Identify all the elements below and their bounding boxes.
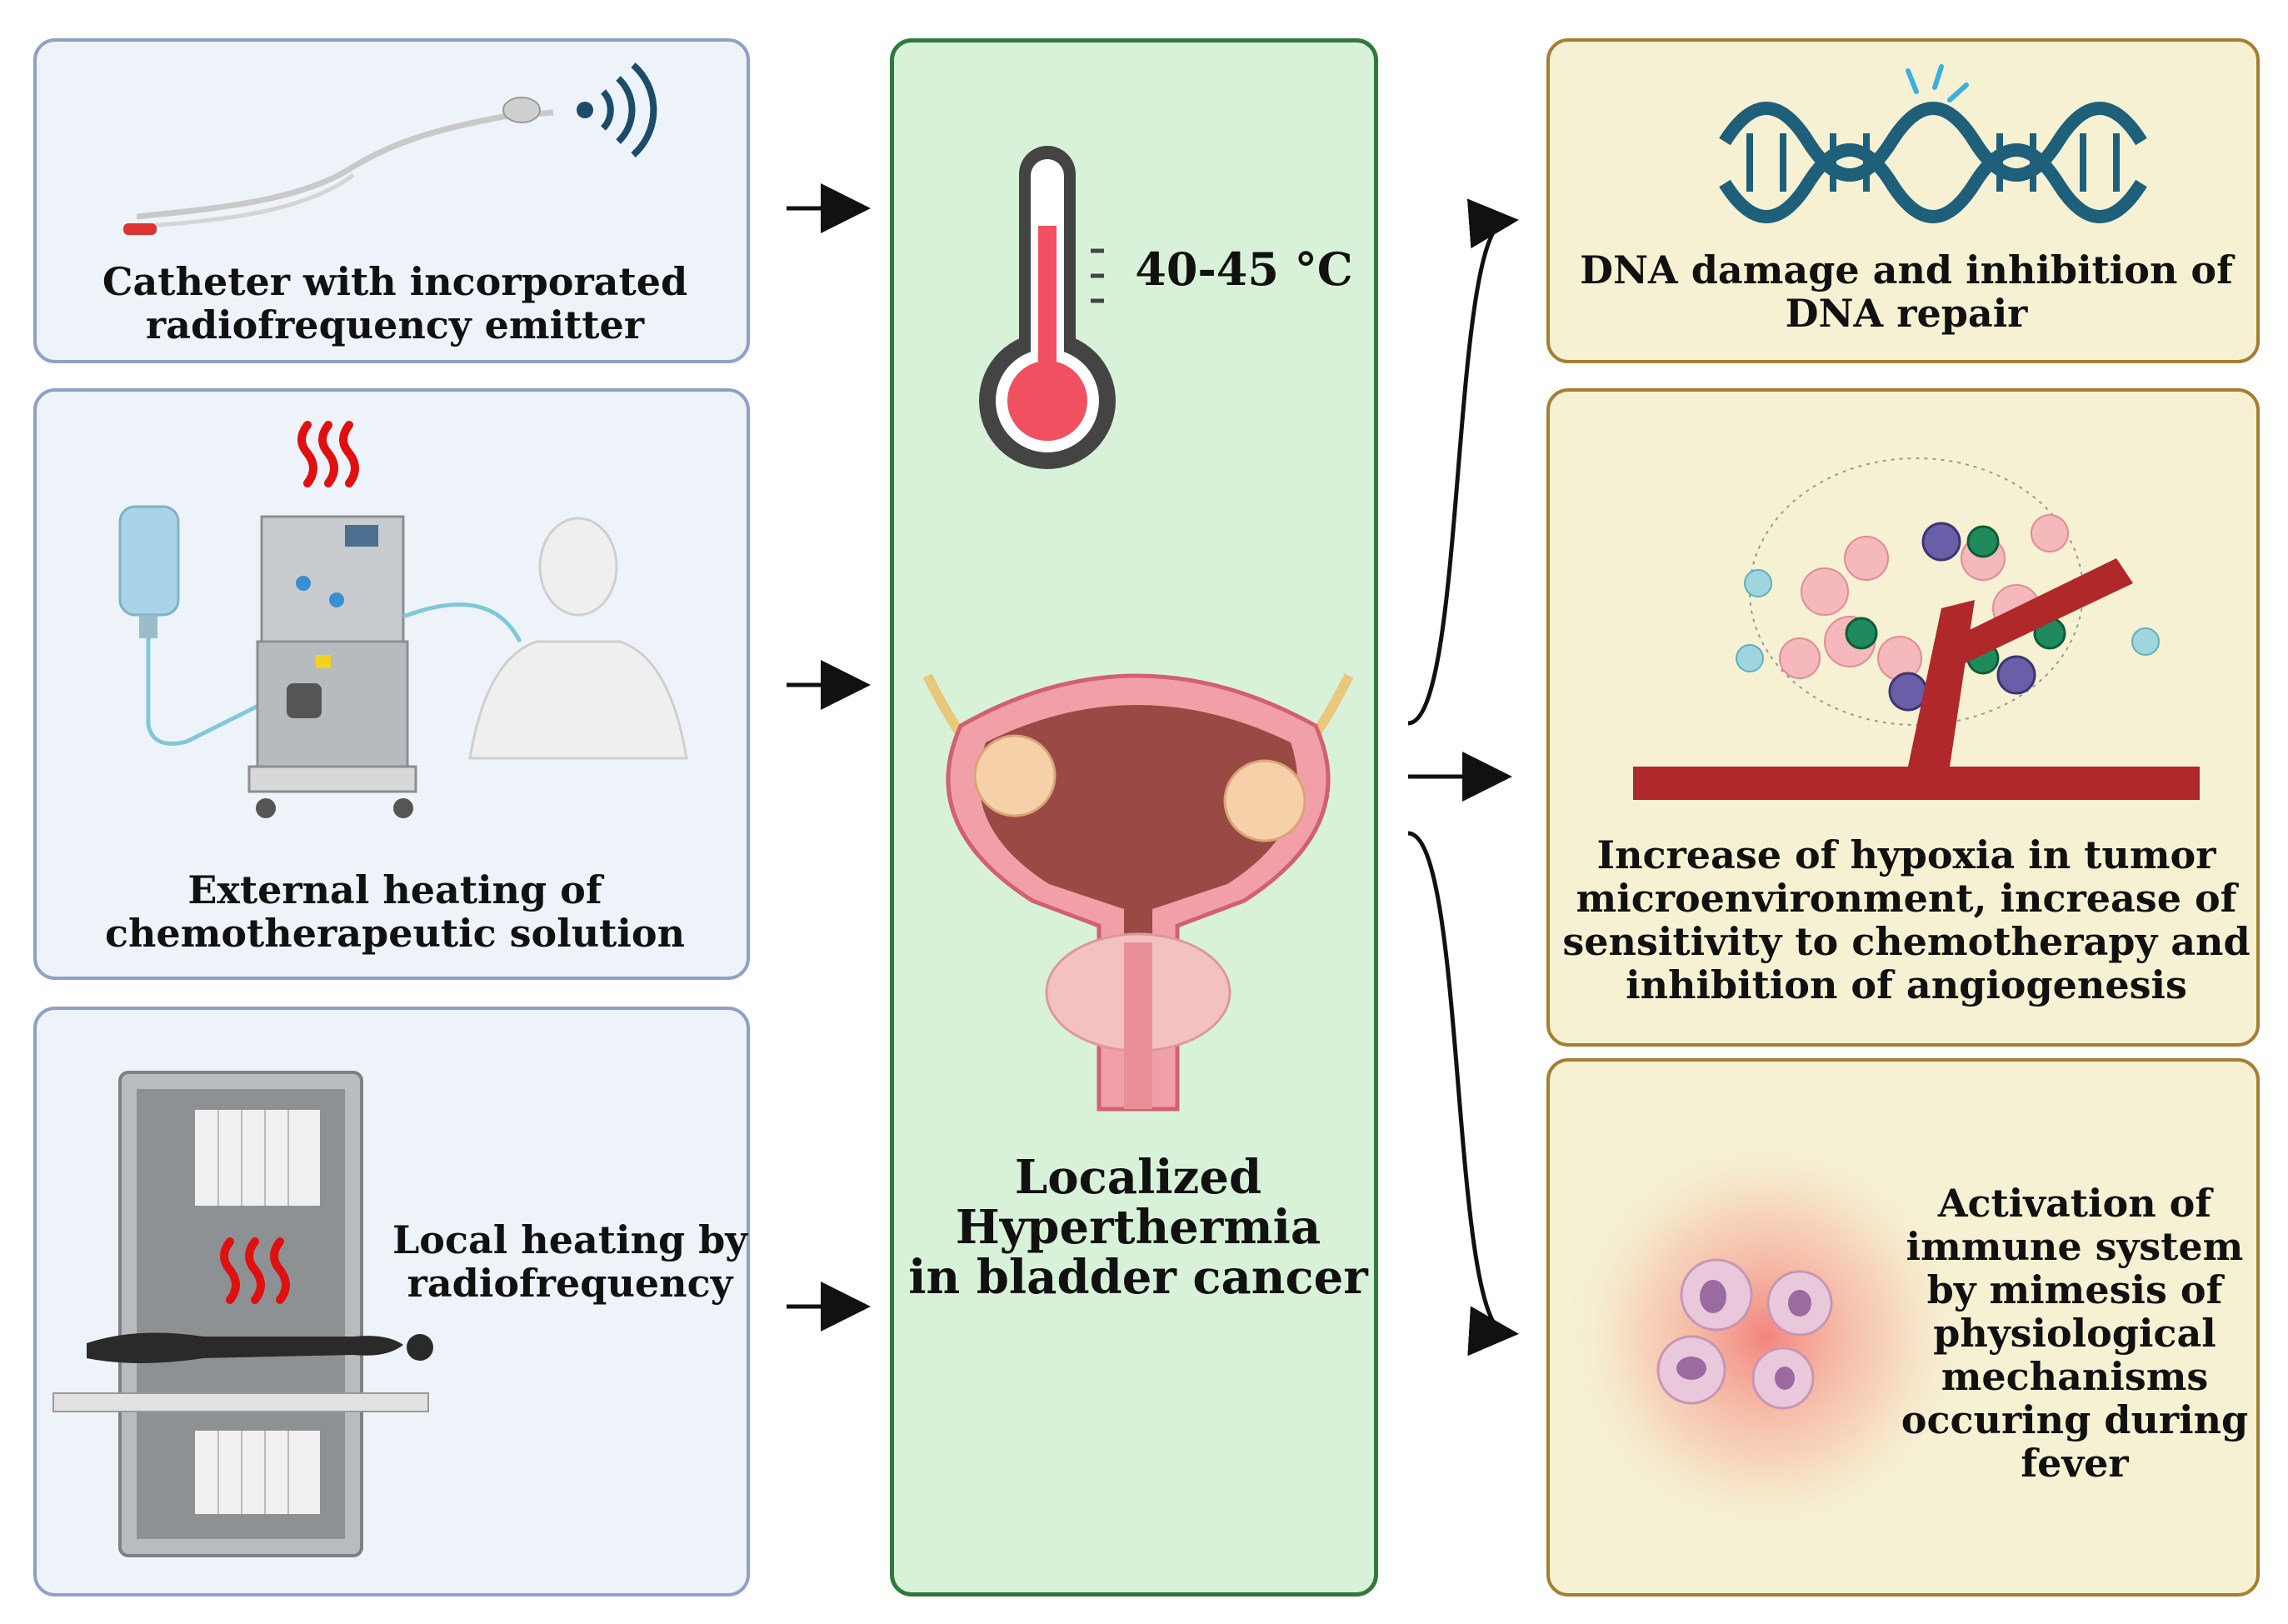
external-heating-label: External heating of chemotherapeutic sol…: [104, 867, 686, 956]
input-panel-catheter: Catheter with incorporated radiofrequenc…: [33, 38, 750, 363]
catheter-label: Catheter with incorporated radiofrequenc…: [102, 259, 688, 347]
bladder-tumor-icon: [922, 673, 1354, 1112]
radiofrequency-bed-icon: [52, 1071, 433, 1557]
hypoxia-label: Increase of hypoxia in tumor microenviro…: [1562, 832, 2251, 1007]
input-panel-external-heating: External heating of chemotherapeutic sol…: [33, 388, 750, 980]
effect-panel-dna: DNA damage and inhibition of DNA repair: [1546, 38, 2260, 363]
catheter-radiofrequency-icon: [123, 62, 657, 235]
dna-icon: [1719, 64, 2147, 223]
immune-cells-icon: [1558, 1128, 1975, 1545]
center-title: Localized Hyperthermia in bladder cancer: [908, 1150, 1368, 1305]
immune-label: Activation of immune system by mimesis o…: [1901, 1181, 2249, 1486]
effect-panel-hypoxia: Increase of hypoxia in tumor microenviro…: [1546, 388, 2260, 1047]
dna-label: DNA damage and inhibition of DNA repair: [1580, 247, 2233, 336]
effect-panel-immune: Activation of immune system by mimesis o…: [1546, 1058, 2260, 1597]
input-panel-local-heating: Local heating by radiofrequency: [33, 1007, 750, 1597]
tumor-vessel-icon: [1633, 457, 2200, 800]
center-panel: 40-45 °C Localized Hyperthermia in bladd…: [890, 38, 1378, 1597]
thermometer-icon: [979, 146, 1116, 469]
local-heating-label: Local heating by radiofrequency: [392, 1217, 748, 1306]
heating-machine-patient-icon: [118, 421, 688, 818]
arrow-immune: [1407, 831, 1519, 1356]
temperature-label: 40-45 °C: [1135, 242, 1353, 296]
arrow-dna: [1407, 198, 1519, 726]
